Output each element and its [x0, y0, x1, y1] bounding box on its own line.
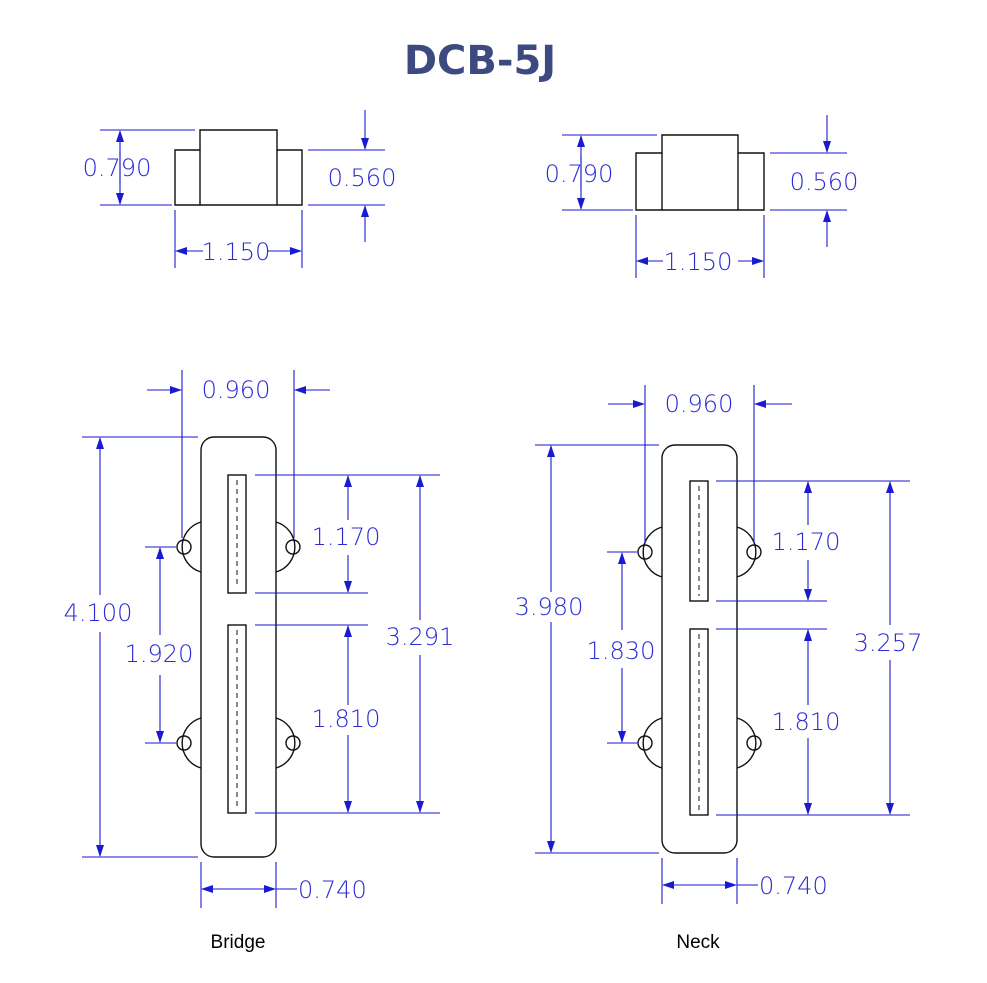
neck-length-dimension: 3.980 — [515, 593, 584, 621]
neck-shoulder-dimension: 0.560 — [790, 168, 859, 196]
neck-side-outline — [635, 134, 765, 211]
bridge-mount-hole — [285, 735, 301, 751]
neck-hole-spacing-dimension: 1.830 — [587, 637, 656, 665]
neck-pickup-body — [661, 444, 738, 854]
neck-side-view: 0.790 0.560 1.150 — [545, 115, 859, 278]
neck-pole-span-dimension: 3.257 — [854, 629, 923, 657]
bridge-height-dimension: 0.790 — [83, 154, 152, 182]
bridge-length-dimension: 4.100 — [64, 599, 133, 627]
neck-mount-ear — [736, 717, 757, 769]
bridge-mount-hole — [176, 539, 192, 555]
bridge-lower-coil-dimension: 1.810 — [312, 705, 381, 733]
neck-mount-hole — [746, 735, 762, 751]
bridge-mount-ear — [275, 521, 296, 573]
neck-mount-hole — [637, 544, 653, 560]
bridge-pole-span-dimension: 3.291 — [386, 623, 455, 651]
bridge-lower-coil — [227, 624, 247, 814]
bridge-upper-coil-dimension: 1.170 — [312, 523, 381, 551]
neck-lower-coil — [689, 628, 709, 816]
neck-mount-ear — [642, 526, 663, 578]
bridge-top-view: 0.960 4.100 1.920 1.170 1.810 3.291 — [64, 370, 455, 953]
bridge-side-width-dimension: 1.150 — [202, 238, 271, 266]
neck-mount-hole — [746, 544, 762, 560]
bridge-side-outline — [174, 129, 303, 206]
bridge-side-view: 0.790 0.560 1.150 — [83, 110, 397, 268]
bridge-width-dimension: 0.740 — [298, 876, 367, 904]
neck-upper-coil — [689, 480, 709, 602]
neck-top-view: 0.960 3.980 1.830 1.170 1.810 3.257 — [515, 385, 923, 953]
bridge-mount-hole — [285, 539, 301, 555]
bridge-mount-ear — [275, 717, 296, 769]
neck-width-dimension: 0.740 — [759, 872, 828, 900]
bridge-mount-ear — [181, 521, 202, 573]
neck-lower-coil-dimension: 1.810 — [772, 708, 841, 736]
neck-upper-coil-dimension: 1.170 — [772, 528, 841, 556]
bridge-mount-spacing-dimension: 0.960 — [202, 376, 271, 404]
bridge-pickup-body — [200, 436, 277, 858]
neck-mount-spacing-dimension: 0.960 — [665, 390, 734, 418]
bridge-mount-ear — [181, 717, 202, 769]
bridge-caption: Bridge — [211, 932, 266, 953]
bridge-mount-hole — [176, 735, 192, 751]
bridge-shoulder-dimension: 0.560 — [328, 164, 397, 192]
neck-mount-ear — [736, 526, 757, 578]
page-title: DCB-5J — [404, 38, 556, 84]
neck-side-width-dimension: 1.150 — [664, 248, 733, 276]
neck-mount-ear — [642, 717, 663, 769]
neck-caption: Neck — [676, 932, 720, 953]
bridge-upper-coil — [227, 474, 247, 594]
neck-mount-hole — [637, 735, 653, 751]
neck-height-dimension: 0.790 — [545, 160, 614, 188]
bridge-hole-spacing-dimension: 1.920 — [125, 640, 194, 668]
